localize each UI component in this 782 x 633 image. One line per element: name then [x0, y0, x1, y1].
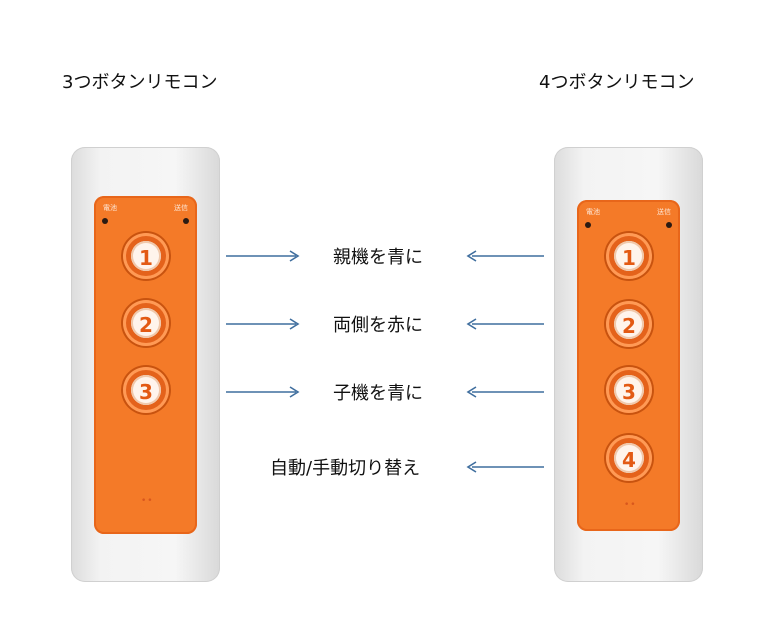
transmit-label: 送信 — [174, 203, 188, 213]
battery-led-icon — [102, 218, 108, 224]
title-4-button-remote: 4つボタンリモコン — [539, 68, 694, 94]
battery-led-icon — [585, 222, 591, 228]
function-label-4: 自動/手動切り替え — [270, 454, 420, 480]
transmit-led-icon — [666, 222, 672, 228]
remote-3-button: 電池 送信 1 2 3 •• — [71, 147, 220, 582]
remote-4-button: 電池 送信 1 2 3 4 •• — [554, 147, 703, 582]
function-label-2: 両側を赤に — [333, 311, 423, 337]
arrow-right-icon — [226, 250, 302, 262]
remote-4-button-panel: 電池 送信 1 2 3 4 •• — [577, 200, 680, 531]
remote-4-button-3[interactable]: 3 — [606, 367, 652, 413]
battery-label: 電池 — [586, 207, 600, 217]
transmit-label: 送信 — [657, 207, 671, 217]
title-3-button-remote: 3つボタンリモコン — [62, 68, 217, 94]
remote-3-button-1[interactable]: 1 — [123, 233, 169, 279]
remote-4-button-4[interactable]: 4 — [606, 435, 652, 481]
button-number: 1 — [131, 246, 161, 270]
remote-3-button-2[interactable]: 2 — [123, 300, 169, 346]
arrow-right-icon — [226, 386, 302, 398]
indicator-dots-icon: •• — [141, 496, 154, 506]
button-number: 2 — [131, 313, 161, 337]
indicator-dots-icon: •• — [624, 500, 637, 510]
button-number: 3 — [614, 380, 644, 404]
remote-4-button-2[interactable]: 2 — [606, 301, 652, 347]
button-number: 4 — [614, 448, 644, 472]
function-label-1: 親機を青に — [333, 243, 423, 269]
function-label-3: 子機を青に — [333, 379, 423, 405]
arrow-left-icon — [466, 461, 544, 473]
button-number: 1 — [614, 246, 644, 270]
remote-3-button-panel: 電池 送信 1 2 3 •• — [94, 196, 197, 534]
arrow-left-icon — [466, 318, 544, 330]
arrow-left-icon — [466, 386, 544, 398]
button-number: 2 — [614, 314, 644, 338]
remote-4-button-1[interactable]: 1 — [606, 233, 652, 279]
remote-3-button-3[interactable]: 3 — [123, 367, 169, 413]
arrow-right-icon — [226, 318, 302, 330]
battery-label: 電池 — [103, 203, 117, 213]
transmit-led-icon — [183, 218, 189, 224]
arrow-left-icon — [466, 250, 544, 262]
button-number: 3 — [131, 380, 161, 404]
